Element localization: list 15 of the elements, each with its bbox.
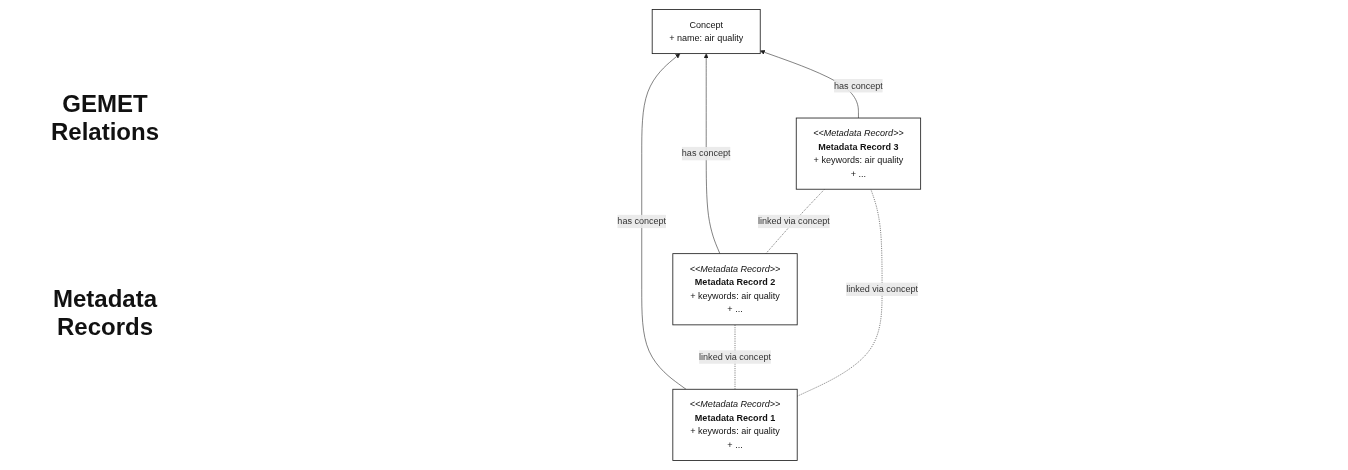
edge-label: has concept xyxy=(834,80,883,91)
connector xyxy=(734,324,736,390)
node-box: <<Metadata Record>> Metadata Record 3 + keywords: air quality + ... xyxy=(795,117,922,190)
edge-label: linked via concept xyxy=(699,351,771,362)
node-box: <<Metadata Record>> Metadata Record 2 + keywords: air quality + ... xyxy=(672,253,798,326)
section-label: GEMET Relations xyxy=(50,89,160,146)
edge-label: linked via concept xyxy=(757,216,830,226)
node-box: <<Metadata Record>> Metadata Record 1 + keywords: air quality + ... xyxy=(672,388,798,461)
edge-label: has concept xyxy=(617,216,667,226)
section-label: Metadata Records xyxy=(52,284,159,341)
node-box: Concept + name: air quality xyxy=(651,9,761,55)
edge-label: linked via concept xyxy=(846,284,918,294)
edge-label: has concept xyxy=(681,148,731,159)
connector xyxy=(796,188,883,397)
connector xyxy=(765,188,825,254)
